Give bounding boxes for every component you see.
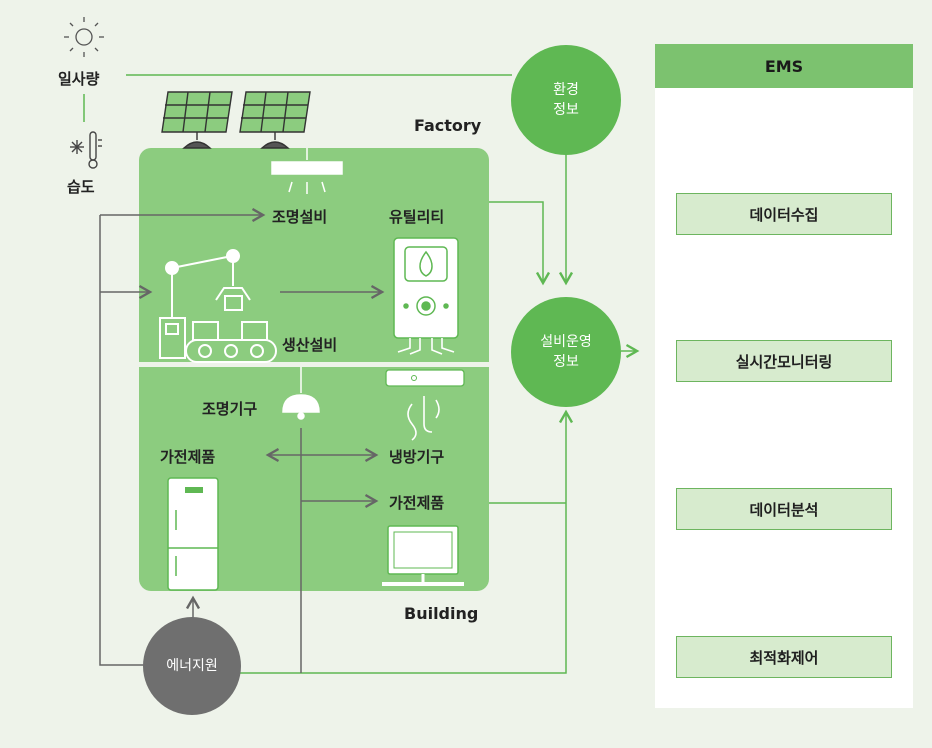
cooling-label: 냉방기구 [389,448,445,466]
ems-step-optimization: 최적화제어 [676,636,892,678]
monitor-icon [382,525,464,586]
factory-title: Factory [414,116,482,135]
appliance-left-label: 가전제품 [160,448,216,466]
ems-panel: EMS 데이터수집 실시간모니터링 데이터분석 최적화제어 [655,44,913,708]
lamp-label: 조명기구 [202,400,258,418]
boiler-icon [393,237,459,339]
sunlight-label: 일사량 [58,70,100,88]
humidity-label: 습도 [67,178,95,196]
ceiling-light-icon [271,148,343,194]
ems-step-monitoring: 실시간모니터링 [676,340,892,382]
env-info-node: 환경 정보 [511,45,621,155]
ops-info-node: 설비운영 정보 [511,297,621,407]
ems-step-analysis: 데이터분석 [676,488,892,530]
robot-arm-icon [159,249,277,363]
utility-label: 유틸리티 [389,208,445,226]
snowflake-icon [70,140,84,154]
pendant-lamp-icon [282,367,320,420]
ems-step-data-collection: 데이터수집 [676,193,892,235]
production-equipment-label: 생산설비 [282,336,338,354]
solar-panel-icon [161,91,311,149]
refrigerator-icon [167,477,219,591]
energy-source-node: 에너지원 [143,617,241,715]
ems-title: EMS [655,44,913,88]
sun-icon [64,17,104,57]
building-title: Building [404,604,479,623]
lighting-equipment-label: 조명설비 [272,208,328,226]
air-conditioner-icon [385,369,465,441]
appliance-right-label: 가전제품 [389,494,445,512]
thermometer-icon [88,131,102,169]
